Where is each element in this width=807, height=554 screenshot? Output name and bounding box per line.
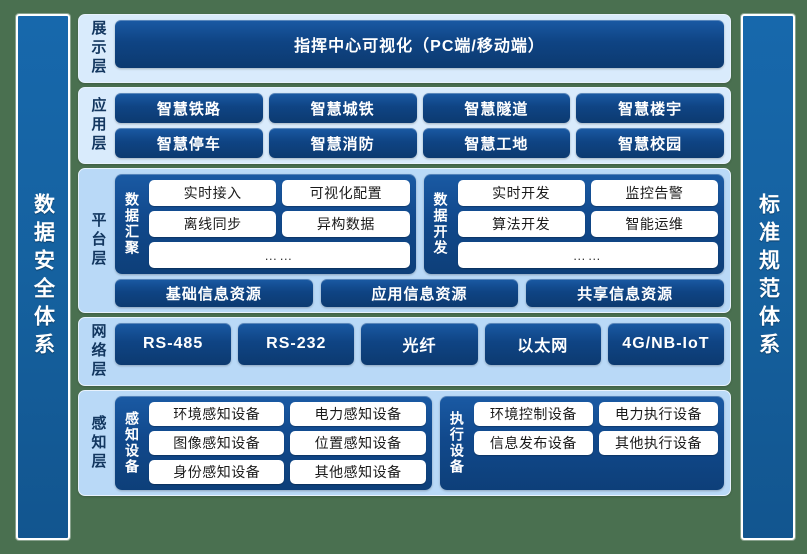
layer-presentation: 展示层 指挥中心可视化（PC端/移动端） <box>78 14 731 83</box>
layer-label-network: 网络层 <box>89 323 107 380</box>
sensing-groups: 感知设备 环境感知设备 电力感知设备 图像感知设备 位置感知设备 <box>115 396 724 490</box>
chip-location-sensor[interactable]: 位置感知设备 <box>290 431 426 455</box>
resource-shared-information[interactable]: 共享信息资源 <box>526 279 725 307</box>
chip-aggregation-more[interactable]: …… <box>149 242 410 268</box>
app-item-smart-parking[interactable]: 智慧停车 <box>115 128 263 158</box>
network-item-4g-nbiot[interactable]: 4G/NB-IoT <box>607 323 725 365</box>
layer-application: 应用层 智慧铁路 智慧城铁 智慧隧道 智慧楼宇 智慧停车 智慧消防 智慧工地 智… <box>78 87 731 164</box>
layer-sensing: 感知层 感知设备 环境感知设备 电力感知设备 图像感知设备 位置感知设备 <box>78 390 731 496</box>
application-row-2: 智慧停车 智慧消防 智慧工地 智慧校园 <box>115 128 724 158</box>
sensor-devices-grid: 环境感知设备 电力感知设备 图像感知设备 位置感知设备 身份感知设备 其他感知设… <box>149 402 426 484</box>
chip-development-more[interactable]: …… <box>457 242 718 268</box>
chip-heterogeneous-data[interactable]: 异构数据 <box>282 211 410 237</box>
chip-other-sensor[interactable]: 其他感知设备 <box>290 460 426 484</box>
sensing-group-sensor-devices: 感知设备 环境感知设备 电力感知设备 图像感知设备 位置感知设备 <box>115 396 432 490</box>
left-pillar-data-security: 数据安全体系 <box>16 14 70 540</box>
platform-group-data-aggregation: 数据汇聚 实时接入 可视化配置 离线同步 异构数据 …… <box>115 174 416 274</box>
platform-group-data-development: 数据开发 实时开发 监控告警 算法开发 智能运维 …… <box>423 174 724 274</box>
group-title-actuator-devices: 执行设备 <box>448 411 465 475</box>
chip-information-release[interactable]: 信息发布设备 <box>473 431 593 455</box>
data-development-row-3: …… <box>457 242 718 268</box>
data-aggregation-row-3: …… <box>149 242 410 268</box>
chip-identity-sensor[interactable]: 身份感知设备 <box>149 460 285 484</box>
presentation-body: 指挥中心可视化（PC端/移动端） <box>115 20 724 77</box>
presentation-command-center-box[interactable]: 指挥中心可视化（PC端/移动端） <box>115 20 724 68</box>
chip-image-sensor[interactable]: 图像感知设备 <box>149 431 285 455</box>
group-title-data-aggregation: 数据汇聚 <box>124 192 140 256</box>
app-item-smart-metro[interactable]: 智慧城铁 <box>268 93 417 123</box>
network-item-rs232[interactable]: RS-232 <box>238 323 355 365</box>
actuator-devices-row-1: 环境控制设备 电力执行设备 <box>473 402 719 426</box>
chip-environment-sensor[interactable]: 环境感知设备 <box>149 402 285 426</box>
network-body: RS-485 RS-232 光纤 以太网 4G/NB-IoT <box>115 323 725 380</box>
platform-groups: 数据汇聚 实时接入 可视化配置 离线同步 异构数据 …… <box>115 174 724 274</box>
app-item-smart-construction-site[interactable]: 智慧工地 <box>422 128 571 158</box>
application-row-1: 智慧铁路 智慧城铁 智慧隧道 智慧楼宇 <box>115 93 724 123</box>
right-pillar-standards: 标准规范体系 <box>741 14 795 540</box>
platform-body: 数据汇聚 实时接入 可视化配置 离线同步 异构数据 …… <box>115 174 725 307</box>
layer-network: 网络层 RS-485 RS-232 光纤 以太网 4G/NB-IoT <box>78 317 731 386</box>
data-development-row-2: 算法开发 智能运维 <box>457 211 718 237</box>
network-item-ethernet[interactable]: 以太网 <box>484 323 601 365</box>
chip-environment-control[interactable]: 环境控制设备 <box>473 402 593 426</box>
app-item-smart-firefighting[interactable]: 智慧消防 <box>268 128 417 158</box>
data-aggregation-grid: 实时接入 可视化配置 离线同步 异构数据 …… <box>149 180 410 268</box>
resource-application-information[interactable]: 应用信息资源 <box>320 279 519 307</box>
chip-realtime-ingest[interactable]: 实时接入 <box>149 180 277 206</box>
data-development-grid: 实时开发 监控告警 算法开发 智能运维 …… <box>457 180 718 268</box>
layer-label-application: 应用层 <box>89 97 107 154</box>
chip-monitoring-alarm[interactable]: 监控告警 <box>590 180 718 206</box>
layer-label-sensing: 感知层 <box>89 414 107 472</box>
sensor-devices-row-2: 图像感知设备 位置感知设备 <box>149 431 426 455</box>
app-item-smart-railway[interactable]: 智慧铁路 <box>115 93 263 123</box>
platform-resource-row: 基础信息资源 应用信息资源 共享信息资源 <box>115 279 725 307</box>
app-item-smart-campus[interactable]: 智慧校园 <box>576 128 724 158</box>
actuator-devices-row-2: 信息发布设备 其他执行设备 <box>473 431 719 455</box>
layer-label-platform: 平台层 <box>89 212 107 269</box>
actuator-devices-grid: 环境控制设备 电力执行设备 信息发布设备 其他执行设备 <box>473 402 719 484</box>
layer-platform: 平台层 数据汇聚 实时接入 可视化配置 离线同步 异构数据 <box>78 168 731 313</box>
data-aggregation-row-1: 实时接入 可视化配置 <box>149 180 410 206</box>
chip-offline-sync[interactable]: 离线同步 <box>149 211 277 237</box>
chip-power-actuator[interactable]: 电力执行设备 <box>598 402 719 426</box>
resource-basic-information[interactable]: 基础信息资源 <box>115 279 313 307</box>
data-development-row-1: 实时开发 监控告警 <box>457 180 718 206</box>
layer-label-presentation: 展示层 <box>89 20 107 77</box>
sensing-group-actuator-devices: 执行设备 环境控制设备 电力执行设备 信息发布设备 其他执行设备 <box>439 396 724 490</box>
chip-intelligent-ops[interactable]: 智能运维 <box>590 211 718 237</box>
sensor-devices-row-3: 身份感知设备 其他感知设备 <box>149 460 426 484</box>
layer-stack: 展示层 指挥中心可视化（PC端/移动端） 应用层 智慧铁路 智慧城铁 智慧隧道 … <box>78 14 731 540</box>
right-pillar-label: 标准规范体系 <box>756 193 780 361</box>
data-aggregation-row-2: 离线同步 异构数据 <box>149 211 410 237</box>
left-pillar-label: 数据安全体系 <box>31 193 55 361</box>
chip-other-actuator[interactable]: 其他执行设备 <box>598 431 719 455</box>
group-title-sensor-devices: 感知设备 <box>124 411 140 475</box>
network-item-fiber[interactable]: 光纤 <box>361 323 478 365</box>
sensor-devices-row-1: 环境感知设备 电力感知设备 <box>149 402 426 426</box>
chip-realtime-development[interactable]: 实时开发 <box>457 180 585 206</box>
network-item-rs485[interactable]: RS-485 <box>115 323 232 365</box>
chip-algorithm-development[interactable]: 算法开发 <box>457 211 585 237</box>
chip-power-sensor[interactable]: 电力感知设备 <box>290 402 426 426</box>
sensing-body: 感知设备 环境感知设备 电力感知设备 图像感知设备 位置感知设备 <box>115 396 724 490</box>
network-items-row: RS-485 RS-232 光纤 以太网 4G/NB-IoT <box>115 323 725 365</box>
group-title-data-development: 数据开发 <box>432 192 449 256</box>
app-item-smart-tunnel[interactable]: 智慧隧道 <box>422 93 571 123</box>
app-item-smart-building[interactable]: 智慧楼宇 <box>576 93 724 123</box>
application-body: 智慧铁路 智慧城铁 智慧隧道 智慧楼宇 智慧停车 智慧消防 智慧工地 智慧校园 <box>115 93 724 158</box>
chip-visual-config[interactable]: 可视化配置 <box>282 180 410 206</box>
